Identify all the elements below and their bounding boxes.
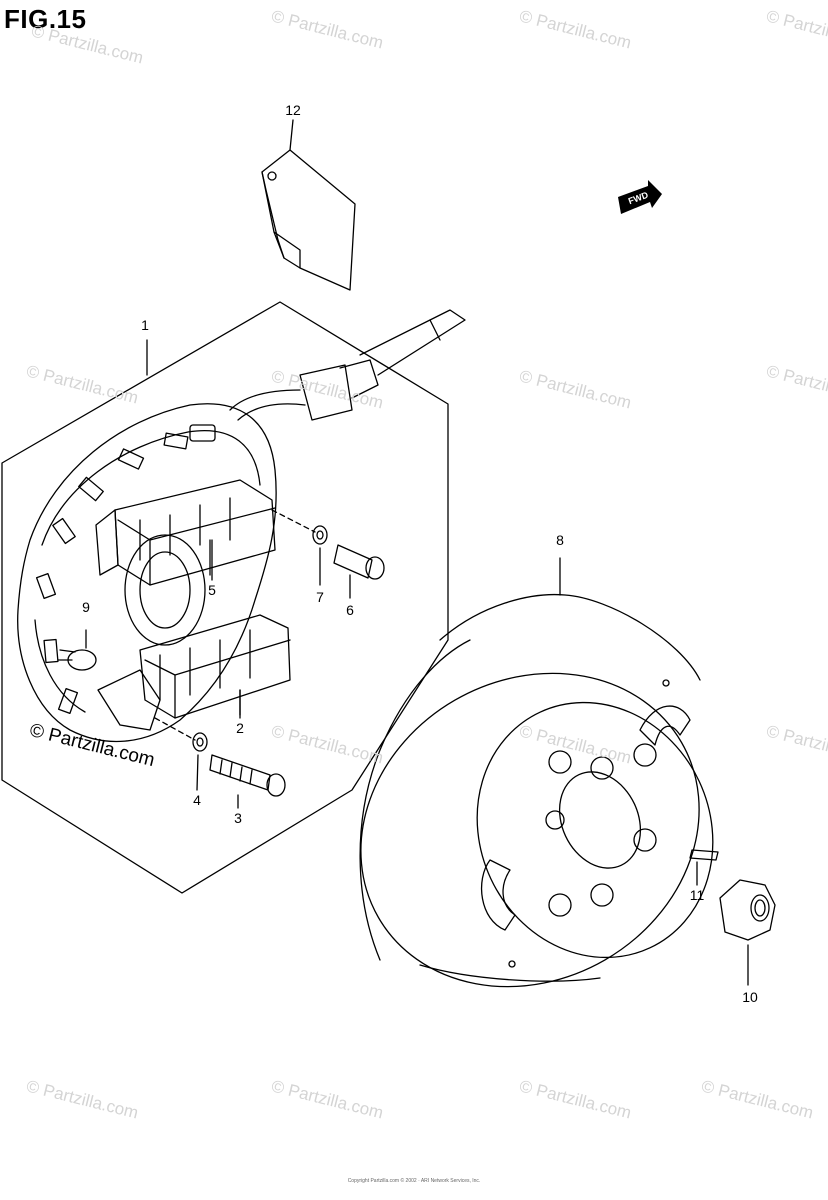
callout-9: 9: [82, 599, 90, 615]
part-12-plate: [261, 119, 356, 291]
part-2-coil: [97, 614, 291, 731]
part-10-nut: [719, 879, 776, 986]
leader-dashed-upper: [271, 509, 316, 533]
footer-copyright: Copyright Partzilla.com © 2002 · ARI Net…: [347, 1178, 481, 1184]
wire-harness: [229, 309, 466, 421]
fwd-arrow-icon: [618, 180, 662, 214]
part-1-stator-frame: [1, 301, 449, 894]
part-4-washer: [192, 732, 208, 791]
callout-1: 1: [141, 317, 149, 333]
callout-3: 3: [234, 810, 242, 826]
figure-title: FIG.15: [4, 4, 87, 34]
callout-10: 10: [742, 989, 758, 1005]
part-11-key: [689, 849, 719, 886]
part-7-washer: [312, 525, 328, 586]
part-3-bolt: [209, 754, 286, 809]
leader-dashed-lower: [154, 717, 196, 741]
callout-8: 8: [556, 532, 564, 548]
callout-5: 5: [208, 582, 216, 598]
callout-12: 12: [285, 102, 301, 118]
callout-11: 11: [689, 887, 705, 903]
callout-2: 2: [236, 720, 244, 736]
callout-4: 4: [193, 792, 201, 808]
part-5-coil: [95, 479, 276, 586]
part-9-screw: [57, 629, 97, 671]
stator-plate: [17, 403, 277, 743]
part-6-bolt: [333, 544, 385, 599]
part-8-flywheel: [359, 557, 714, 988]
callout-6: 6: [346, 602, 354, 618]
callout-7: 7: [316, 589, 324, 605]
